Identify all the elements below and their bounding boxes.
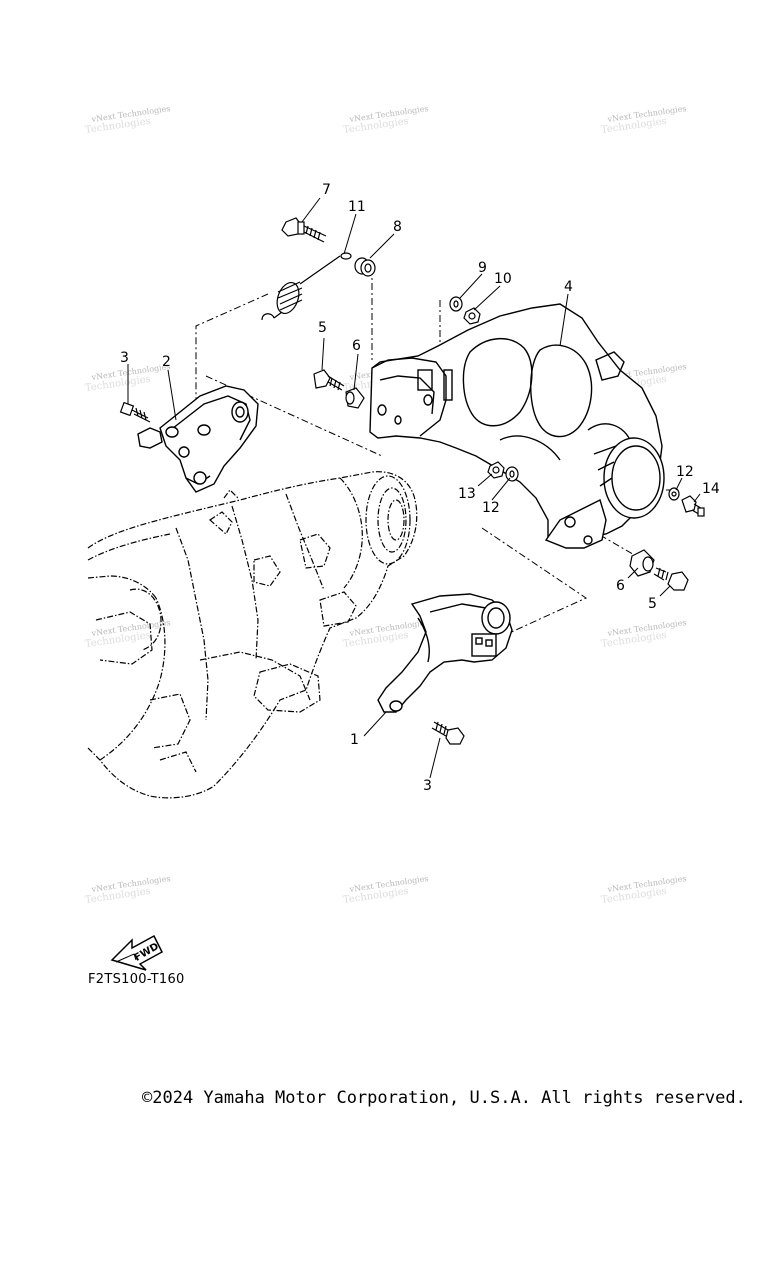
engine-housing-outline [87, 471, 418, 799]
callout-10: 10 [494, 271, 512, 287]
part-12-washer-left [505, 466, 519, 482]
part-9-washer [449, 296, 463, 312]
watermark: Technologies vNext Technologies [600, 618, 687, 650]
part-8-collar [354, 257, 376, 277]
callout-2: 2 [162, 354, 171, 370]
callout-6-lower: 6 [616, 578, 625, 594]
part-1-bracket [377, 593, 513, 713]
callout-9: 9 [478, 260, 487, 276]
part-5-bolt-upper [313, 369, 345, 391]
watermark: Technologies vNext Technologies [84, 618, 171, 650]
part-12-washer-right [668, 487, 680, 501]
callout-11: 11 [348, 199, 366, 215]
callout-4: 4 [564, 279, 573, 295]
watermark: Technologies vNext Technologies [84, 104, 171, 136]
part-2-bracket [137, 385, 259, 493]
callout-14: 14 [702, 481, 720, 497]
copyright-notice: ©2024 Yamaha Motor Corporation, U.S.A. A… [142, 1088, 746, 1108]
part-6-spacer-upper [345, 387, 365, 409]
watermark: Technologies vNext Technologies [600, 874, 687, 906]
callout-3-upper: 3 [120, 350, 129, 366]
part-4-duct-housing [369, 303, 665, 549]
part-3-bolt-lower [431, 721, 465, 745]
callout-1: 1 [350, 732, 359, 748]
callout-7: 7 [322, 182, 331, 198]
part-5-bolt-lower [653, 567, 689, 591]
callout-3-lower: 3 [423, 778, 432, 794]
part-11-spring [261, 252, 352, 321]
part-7-bolt [281, 217, 327, 243]
watermark: Technologies vNext Technologies [342, 104, 429, 136]
part-3-bolt-left [119, 401, 151, 423]
callout-12-right: 12 [676, 464, 694, 480]
diagram-code: F2TS100-T160 [88, 972, 185, 987]
callout-8: 8 [393, 219, 402, 235]
callout-13: 13 [458, 486, 476, 502]
part-14-bolt [681, 495, 705, 517]
callout-12-lower: 12 [482, 500, 500, 516]
watermark: Technologies vNext Technologies [84, 874, 171, 906]
part-10-nut [463, 307, 481, 325]
callout-leaders [127, 197, 701, 779]
watermark: Technologies vNext Technologies [342, 874, 429, 906]
fwd-arrow-icon: FWD [110, 934, 163, 971]
callout-5-upper: 5 [318, 320, 327, 336]
callout-6-upper: 6 [352, 338, 361, 354]
watermark: Technologies vNext Technologies [600, 104, 687, 136]
callout-5-lower: 5 [648, 596, 657, 612]
callout-labels: 1 2 3 3 4 5 5 6 6 7 8 9 10 11 12 12 12 1… [120, 182, 720, 794]
watermark: Technologies vNext Technologies [342, 618, 429, 650]
